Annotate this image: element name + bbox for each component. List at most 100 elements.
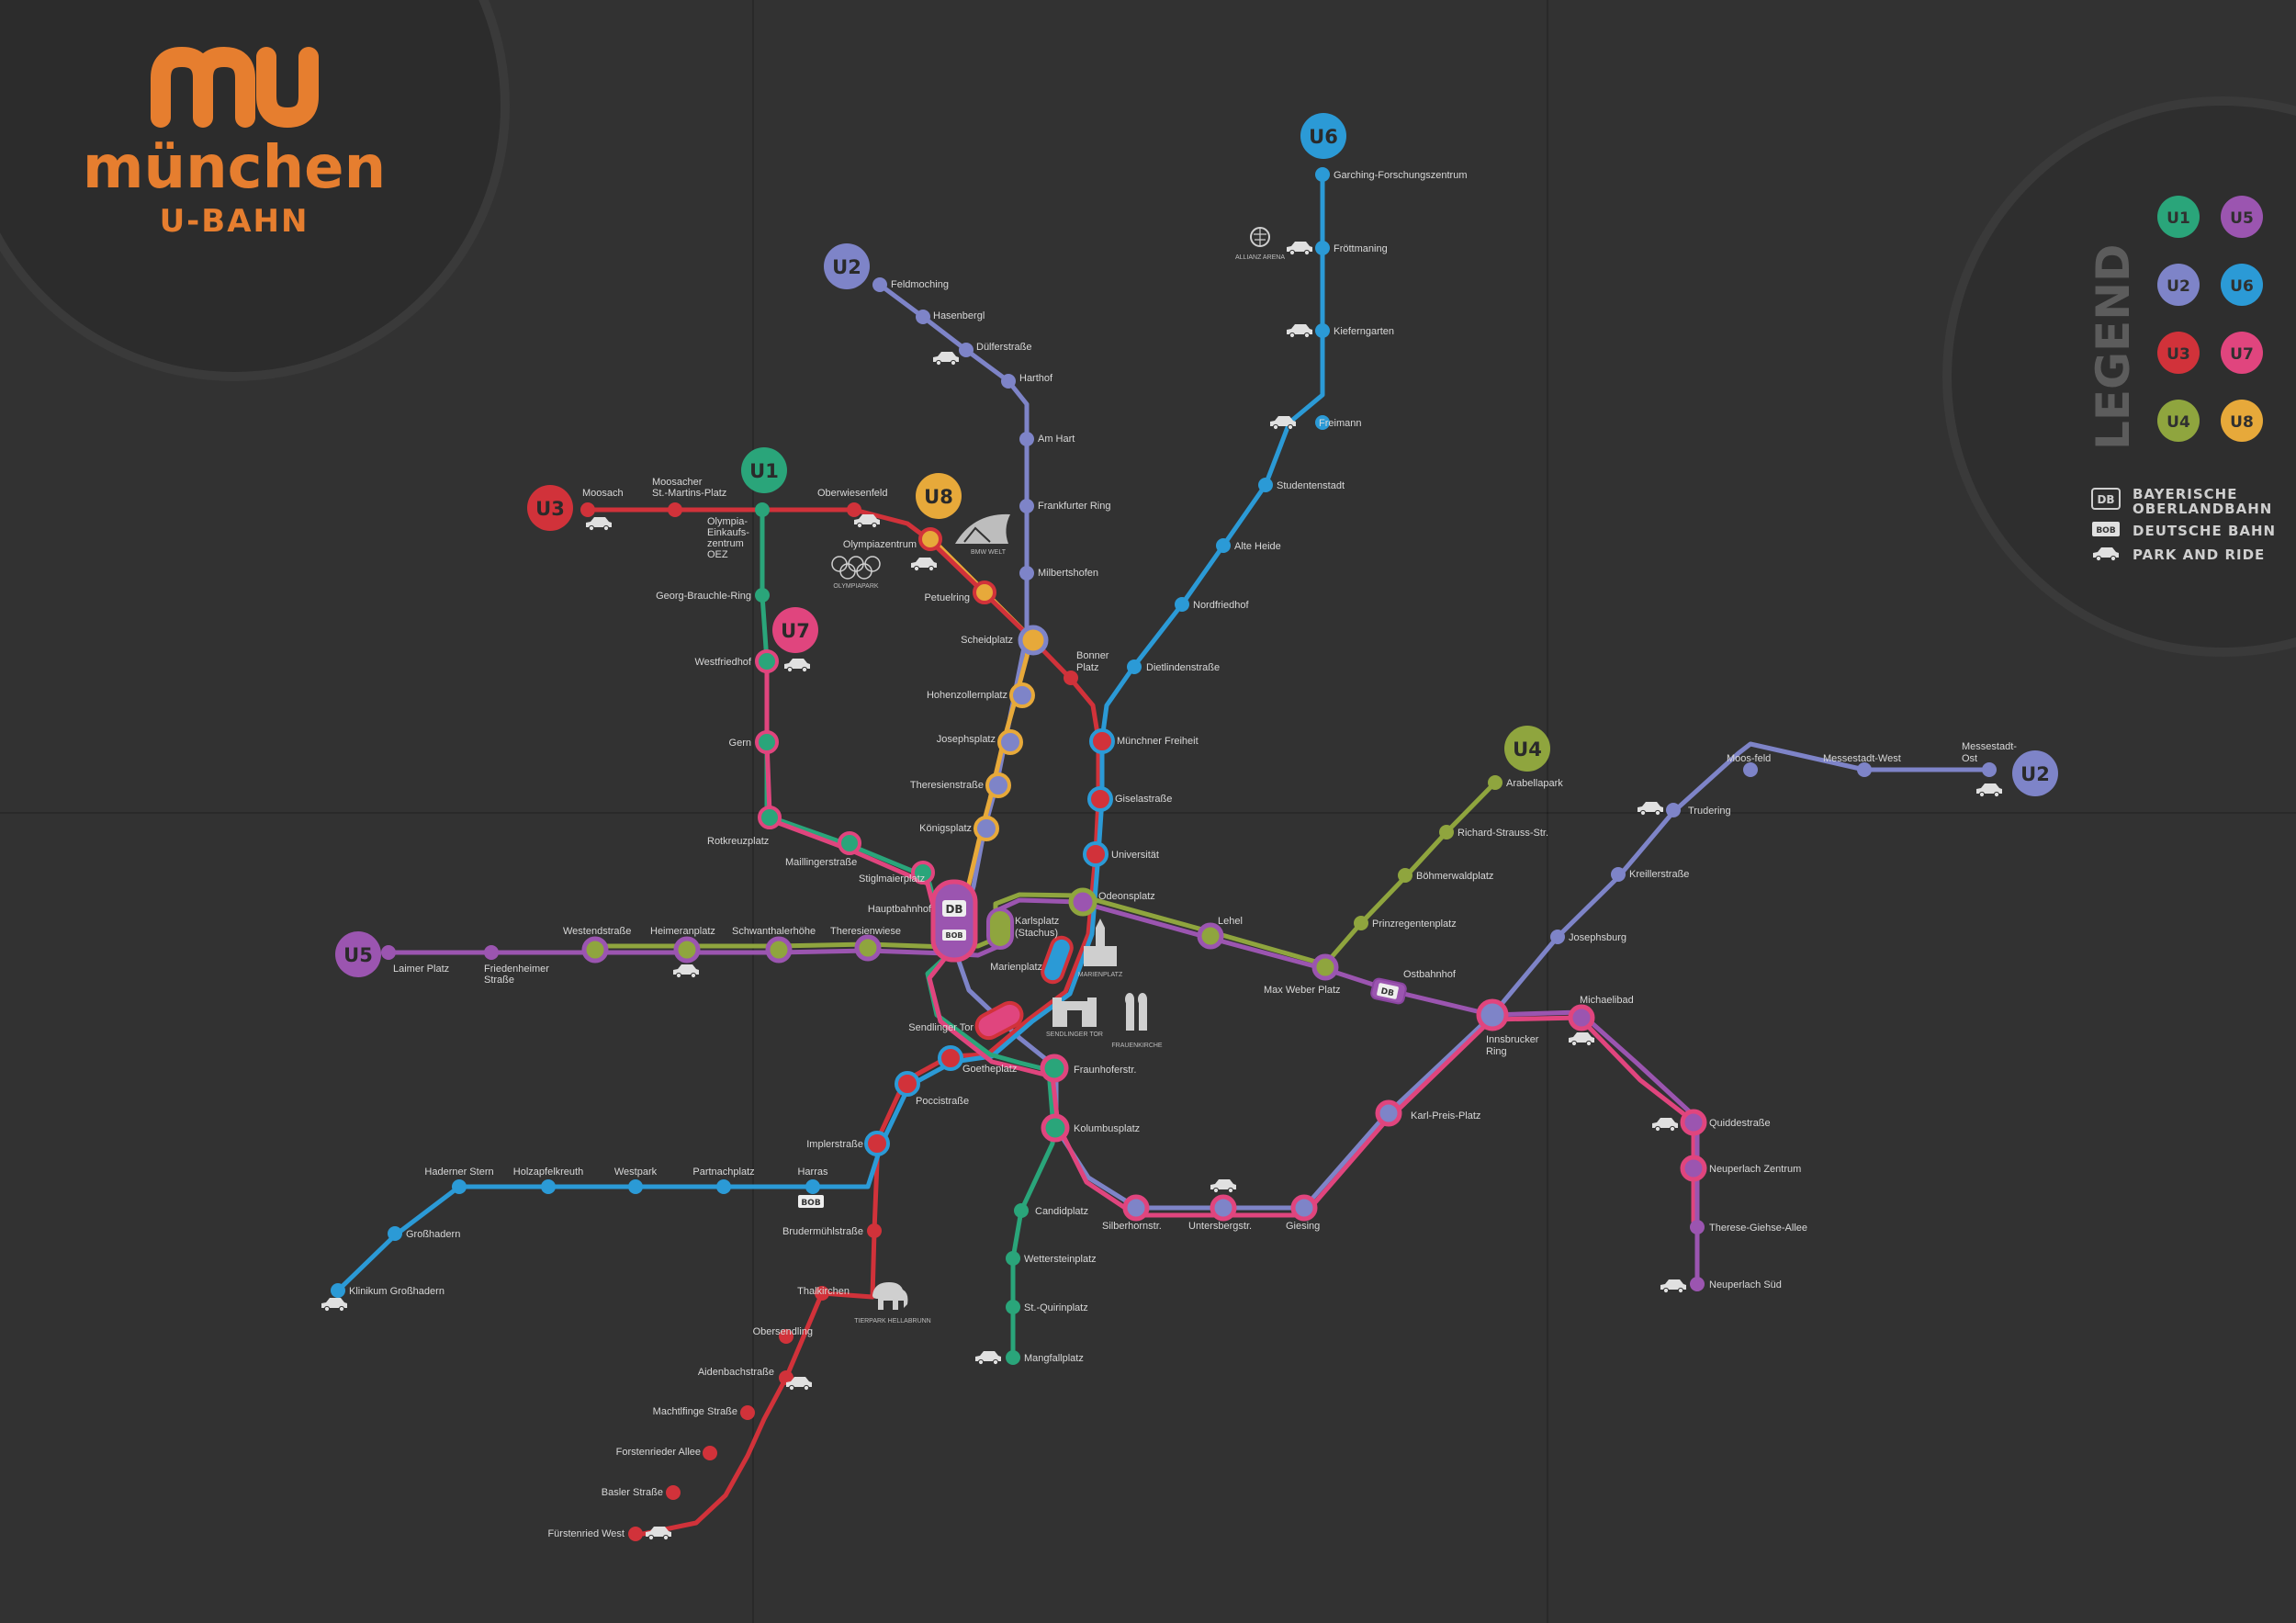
station-label: Straße bbox=[484, 975, 514, 986]
station-dot bbox=[1006, 1350, 1020, 1365]
brand-logo: münchen U-BAHN bbox=[83, 47, 386, 240]
u1-badge: U1 bbox=[741, 447, 787, 493]
station-label: Am Hart bbox=[1038, 434, 1075, 445]
svg-text:DB: DB bbox=[945, 903, 962, 916]
station-dot bbox=[628, 1527, 643, 1541]
station-dot bbox=[918, 527, 942, 551]
station-dot bbox=[758, 806, 782, 829]
subtitle: U-BAHN bbox=[160, 203, 310, 240]
station-label: Moos-feld bbox=[1727, 753, 1771, 764]
station-label: Max Weber Platz bbox=[1264, 985, 1341, 996]
station-label: Harras bbox=[797, 1167, 828, 1178]
legend-badge-u5: U5 bbox=[2221, 196, 2263, 238]
station-label: Westpark bbox=[614, 1167, 658, 1178]
station-label: Einkaufs- bbox=[707, 527, 749, 538]
station-label: Theresienwiese bbox=[830, 926, 901, 937]
u2-north-badge: U2 bbox=[824, 243, 870, 289]
station-dot bbox=[1476, 998, 1509, 1031]
u2-east-badge: U2 bbox=[2012, 750, 2058, 796]
station-dot bbox=[703, 1446, 717, 1460]
station-dot bbox=[1018, 625, 1049, 656]
station-label: Westendstraße bbox=[563, 926, 631, 937]
legend-badge-u8: U8 bbox=[2221, 400, 2263, 442]
station-label: Feldmoching bbox=[891, 279, 949, 290]
station-dot bbox=[1258, 478, 1273, 492]
elephant-tierpark-icon: TIERPARK HELLABRUNN bbox=[854, 1282, 931, 1324]
station-dot bbox=[1315, 167, 1330, 182]
sendlinger-tor-interchange bbox=[974, 1000, 1024, 1041]
station-label: Giesing bbox=[1286, 1221, 1320, 1232]
station-dot bbox=[673, 936, 701, 964]
marienplatz-town-hall-icon: MARIENPLATZ bbox=[1078, 919, 1123, 978]
station-label: Großhadern bbox=[406, 1229, 460, 1240]
station-dot bbox=[1083, 841, 1109, 867]
station-dot bbox=[1315, 241, 1330, 255]
station-label: Oberwiesenfeld bbox=[817, 488, 887, 499]
station-label: Friedenheimer bbox=[484, 964, 549, 975]
station-dot bbox=[1210, 1194, 1237, 1222]
station-dot bbox=[815, 1286, 829, 1301]
station-label: Scheidplatz bbox=[961, 635, 1013, 646]
frauenkirche-icon: FRAUENKIRCHE bbox=[1111, 993, 1163, 1049]
station-dot bbox=[1315, 415, 1330, 430]
station-dot bbox=[872, 277, 887, 292]
u6-badge: U6 bbox=[1300, 113, 1346, 159]
station-label: Laimer Platz bbox=[393, 964, 449, 975]
station-label: Ring bbox=[1486, 1046, 1507, 1057]
svg-text:U7: U7 bbox=[781, 620, 810, 642]
svg-text:U5: U5 bbox=[343, 944, 373, 966]
legend-badge-u7: U7 bbox=[2221, 332, 2263, 374]
station-label: Messestadt-West bbox=[1823, 753, 1901, 764]
station-dot bbox=[959, 343, 974, 357]
station-dot bbox=[1175, 597, 1189, 612]
station-label: Milbertshofen bbox=[1038, 568, 1098, 579]
station-label: Georg-Brauchle-Ring bbox=[656, 591, 751, 602]
station-label: Bonner bbox=[1076, 650, 1109, 661]
station-dot bbox=[668, 502, 682, 517]
station-label: Goetheplatz bbox=[962, 1064, 1017, 1075]
u8-badge: U8 bbox=[916, 473, 962, 519]
station-label: Obersendling bbox=[753, 1326, 813, 1337]
u4-badge: U4 bbox=[1504, 726, 1550, 772]
station-dot bbox=[1680, 1155, 1707, 1182]
station-label: Universität bbox=[1111, 850, 1159, 861]
svg-text:U7: U7 bbox=[2230, 345, 2254, 364]
legend-item-label: PARK AND RIDE bbox=[2133, 547, 2265, 563]
station-label: Messestadt- bbox=[1962, 741, 2017, 752]
station-dot bbox=[805, 1179, 820, 1194]
station-dot bbox=[541, 1179, 556, 1194]
station-dot bbox=[916, 310, 930, 324]
station-label: Stiglmaierplatz bbox=[859, 873, 925, 885]
station-label: St.-Martins-Platz bbox=[652, 488, 726, 499]
station-dot bbox=[1354, 916, 1368, 930]
station-label: Westfriedhof bbox=[694, 657, 751, 668]
u5-line bbox=[386, 897, 1700, 1287]
svg-text:U3: U3 bbox=[2167, 345, 2190, 364]
station-labels: Feldmoching Hasenbergl Dülferstraße Hart… bbox=[349, 170, 2017, 1539]
mu-logo-mark bbox=[151, 47, 319, 128]
svg-text:OLYMPIAPARK: OLYMPIAPARK bbox=[833, 583, 878, 590]
station-label: Rotkreuzplatz bbox=[707, 836, 769, 847]
station-dot bbox=[1568, 1004, 1595, 1031]
station-dot bbox=[1064, 671, 1078, 685]
station-dot bbox=[381, 945, 396, 960]
station-dot bbox=[1743, 762, 1758, 777]
line-badges: U2 U6 U1 U3 U8 U7 U4 U2 U5 bbox=[335, 113, 2058, 977]
station-label: Königsplatz bbox=[919, 823, 972, 834]
u7-badge: U7 bbox=[772, 607, 818, 653]
legend-badge-u2: U2 bbox=[2157, 264, 2200, 306]
legend-panel: LEGEND U1 U5 U2 U6 U3 U7 U4 U8 DB BAYERI… bbox=[2087, 196, 2275, 563]
station-label: Holzapfelkreuth bbox=[513, 1167, 583, 1178]
station-dot bbox=[974, 816, 999, 841]
station-dot bbox=[1001, 374, 1016, 389]
station-dot bbox=[973, 580, 996, 604]
station-dot bbox=[1315, 323, 1330, 338]
sendlinger-tor-gate-icon: SENDLINGER TOR bbox=[1046, 997, 1103, 1038]
station-dot bbox=[1006, 1251, 1020, 1266]
station-dot bbox=[838, 831, 861, 855]
station-label: Garching-Forschungszentrum bbox=[1334, 170, 1468, 181]
station-label: Sendlinger Tor bbox=[908, 1022, 974, 1033]
station-label: Michaelibad bbox=[1580, 995, 1634, 1006]
station-dot bbox=[938, 1045, 963, 1071]
station-label: Kolumbusplatz bbox=[1074, 1123, 1140, 1134]
